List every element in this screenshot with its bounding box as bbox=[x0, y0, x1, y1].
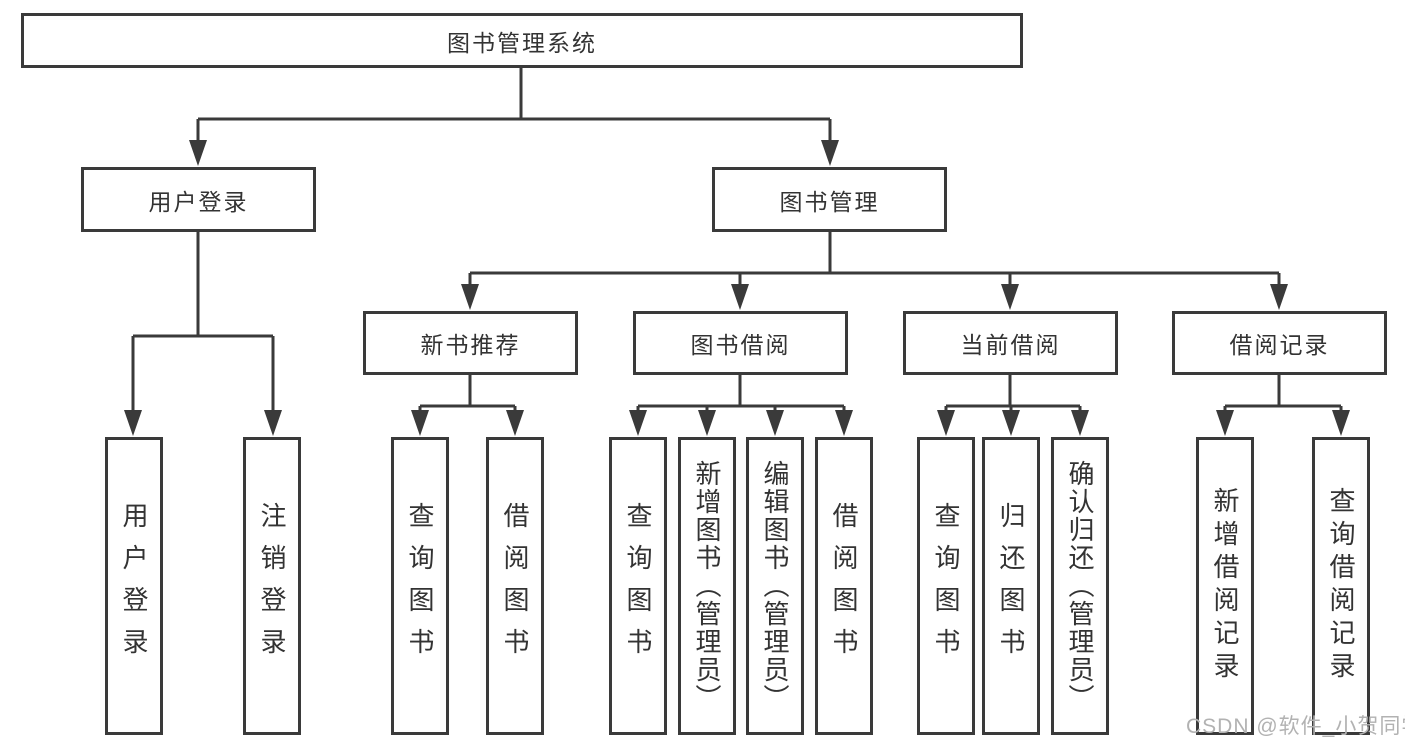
node-book-borrowing: 图书借阅 bbox=[633, 311, 848, 375]
node-edit-books-admin: 编辑图书（管理员） bbox=[746, 437, 804, 735]
arrowheads-root-to-level2 bbox=[189, 140, 839, 166]
connector-root-to-level2 bbox=[196, 68, 832, 141]
arrowhead bbox=[411, 410, 429, 436]
connector-records-to-leaves bbox=[1223, 375, 1343, 411]
arrowhead bbox=[124, 410, 142, 436]
node-label: 查询图书 bbox=[931, 502, 961, 670]
node-label: 借阅图书 bbox=[829, 502, 859, 670]
node-book-management: 图书管理 bbox=[712, 167, 947, 232]
connector-user-login-to-leaves bbox=[131, 232, 275, 411]
node-label: 图书管理系统 bbox=[447, 29, 597, 56]
arrowheads-borrowing bbox=[629, 410, 853, 436]
node-borrowing-records: 借阅记录 bbox=[1172, 311, 1387, 375]
arrowhead bbox=[731, 284, 749, 310]
node-borrow-books-recommend: 借阅图书 bbox=[486, 437, 544, 735]
node-query-books-current: 查询图书 bbox=[917, 437, 975, 735]
connector-current-to-leaves bbox=[944, 375, 1082, 411]
node-label: 图书管理 bbox=[779, 188, 880, 215]
node-add-borrow-record: 新增借阅记录 bbox=[1196, 437, 1254, 735]
arrowhead bbox=[766, 410, 784, 436]
node-label: 用户登录 bbox=[148, 188, 249, 215]
node-borrow-books-borrowing: 借阅图书 bbox=[815, 437, 873, 735]
node-label: 借阅记录 bbox=[1229, 332, 1330, 358]
arrowhead bbox=[1332, 410, 1350, 436]
arrowhead bbox=[189, 140, 207, 166]
arrowheads-records bbox=[1216, 410, 1350, 436]
node-return-books: 归还图书 bbox=[982, 437, 1040, 735]
csdn-watermark: CSDN @软件_小贺同学 bbox=[1186, 715, 1405, 738]
arrowhead bbox=[937, 410, 955, 436]
node-label: 新增借阅记录 bbox=[1210, 487, 1240, 685]
node-new-book-recommend: 新书推荐 bbox=[363, 311, 578, 375]
node-label: 注销登录 bbox=[257, 502, 287, 670]
arrowheads-current bbox=[937, 410, 1089, 436]
arrowhead bbox=[821, 140, 839, 166]
node-label: 借阅图书 bbox=[500, 502, 530, 670]
arrowhead bbox=[1001, 284, 1019, 310]
connector-borrowing-to-leaves bbox=[636, 375, 846, 411]
node-label: 查询图书 bbox=[405, 502, 435, 670]
arrowhead bbox=[1002, 410, 1020, 436]
arrowhead bbox=[1270, 284, 1288, 310]
connector-book-management-to-level3 bbox=[468, 232, 1281, 285]
node-query-books-recommend: 查询图书 bbox=[391, 437, 449, 735]
node-logout: 注销登录 bbox=[243, 437, 301, 735]
node-user-login-leaf: 用户登录 bbox=[105, 437, 163, 735]
node-query-books-borrowing: 查询图书 bbox=[609, 437, 667, 735]
node-label: 当前借阅 bbox=[960, 332, 1061, 358]
node-library-management-system: 图书管理系统 bbox=[21, 13, 1023, 68]
arrowheads-level3 bbox=[461, 284, 1288, 310]
arrowhead bbox=[264, 410, 282, 436]
arrowhead bbox=[1216, 410, 1234, 436]
node-user-login: 用户登录 bbox=[81, 167, 316, 232]
arrowhead bbox=[461, 284, 479, 310]
node-label: 查询借阅记录 bbox=[1326, 487, 1356, 685]
arrowhead bbox=[835, 410, 853, 436]
node-current-borrowing: 当前借阅 bbox=[903, 311, 1118, 375]
node-add-books-admin: 新增图书（管理员） bbox=[678, 437, 736, 735]
connector-recommend-to-leaves bbox=[418, 375, 517, 411]
node-label: 编辑图书（管理员） bbox=[760, 460, 790, 712]
node-label: 归还图书 bbox=[996, 502, 1026, 670]
node-query-borrow-record: 查询借阅记录 bbox=[1312, 437, 1370, 735]
node-confirm-return-admin: 确认归还（管理员） bbox=[1051, 437, 1109, 735]
arrowhead bbox=[698, 410, 716, 436]
node-label: 新书推荐 bbox=[420, 332, 521, 358]
node-label: 确认归还（管理员） bbox=[1065, 460, 1095, 712]
arrowheads-user-login bbox=[124, 410, 282, 436]
node-label: 查询图书 bbox=[623, 502, 653, 670]
arrowhead bbox=[1071, 410, 1089, 436]
arrowheads-recommend bbox=[411, 410, 524, 436]
node-label: 用户登录 bbox=[119, 502, 149, 670]
node-label: 新增图书（管理员） bbox=[692, 460, 722, 712]
arrowhead bbox=[506, 410, 524, 436]
arrowhead bbox=[629, 410, 647, 436]
node-label: 图书借阅 bbox=[690, 332, 791, 358]
